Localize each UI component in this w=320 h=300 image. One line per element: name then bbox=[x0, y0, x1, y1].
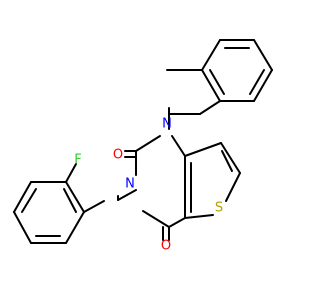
tolyl-ring bbox=[201, 39, 273, 102]
pyrimidine-ring bbox=[117, 113, 186, 228]
atom-n3: N bbox=[125, 177, 135, 192]
benzyl-ch2-bond-1 bbox=[199, 100, 221, 115]
c-f-bond bbox=[65, 163, 77, 183]
atom-o4: O bbox=[161, 239, 171, 254]
molecule-structure: N N O O S F bbox=[13, 39, 273, 254]
atom-o2: O bbox=[113, 148, 123, 163]
atom-s: S bbox=[215, 201, 223, 216]
atom-n1: N bbox=[162, 117, 172, 132]
fluorophenyl-ring bbox=[13, 181, 105, 244]
atom-f: F bbox=[74, 153, 81, 168]
thiophene-ring bbox=[184, 142, 241, 219]
